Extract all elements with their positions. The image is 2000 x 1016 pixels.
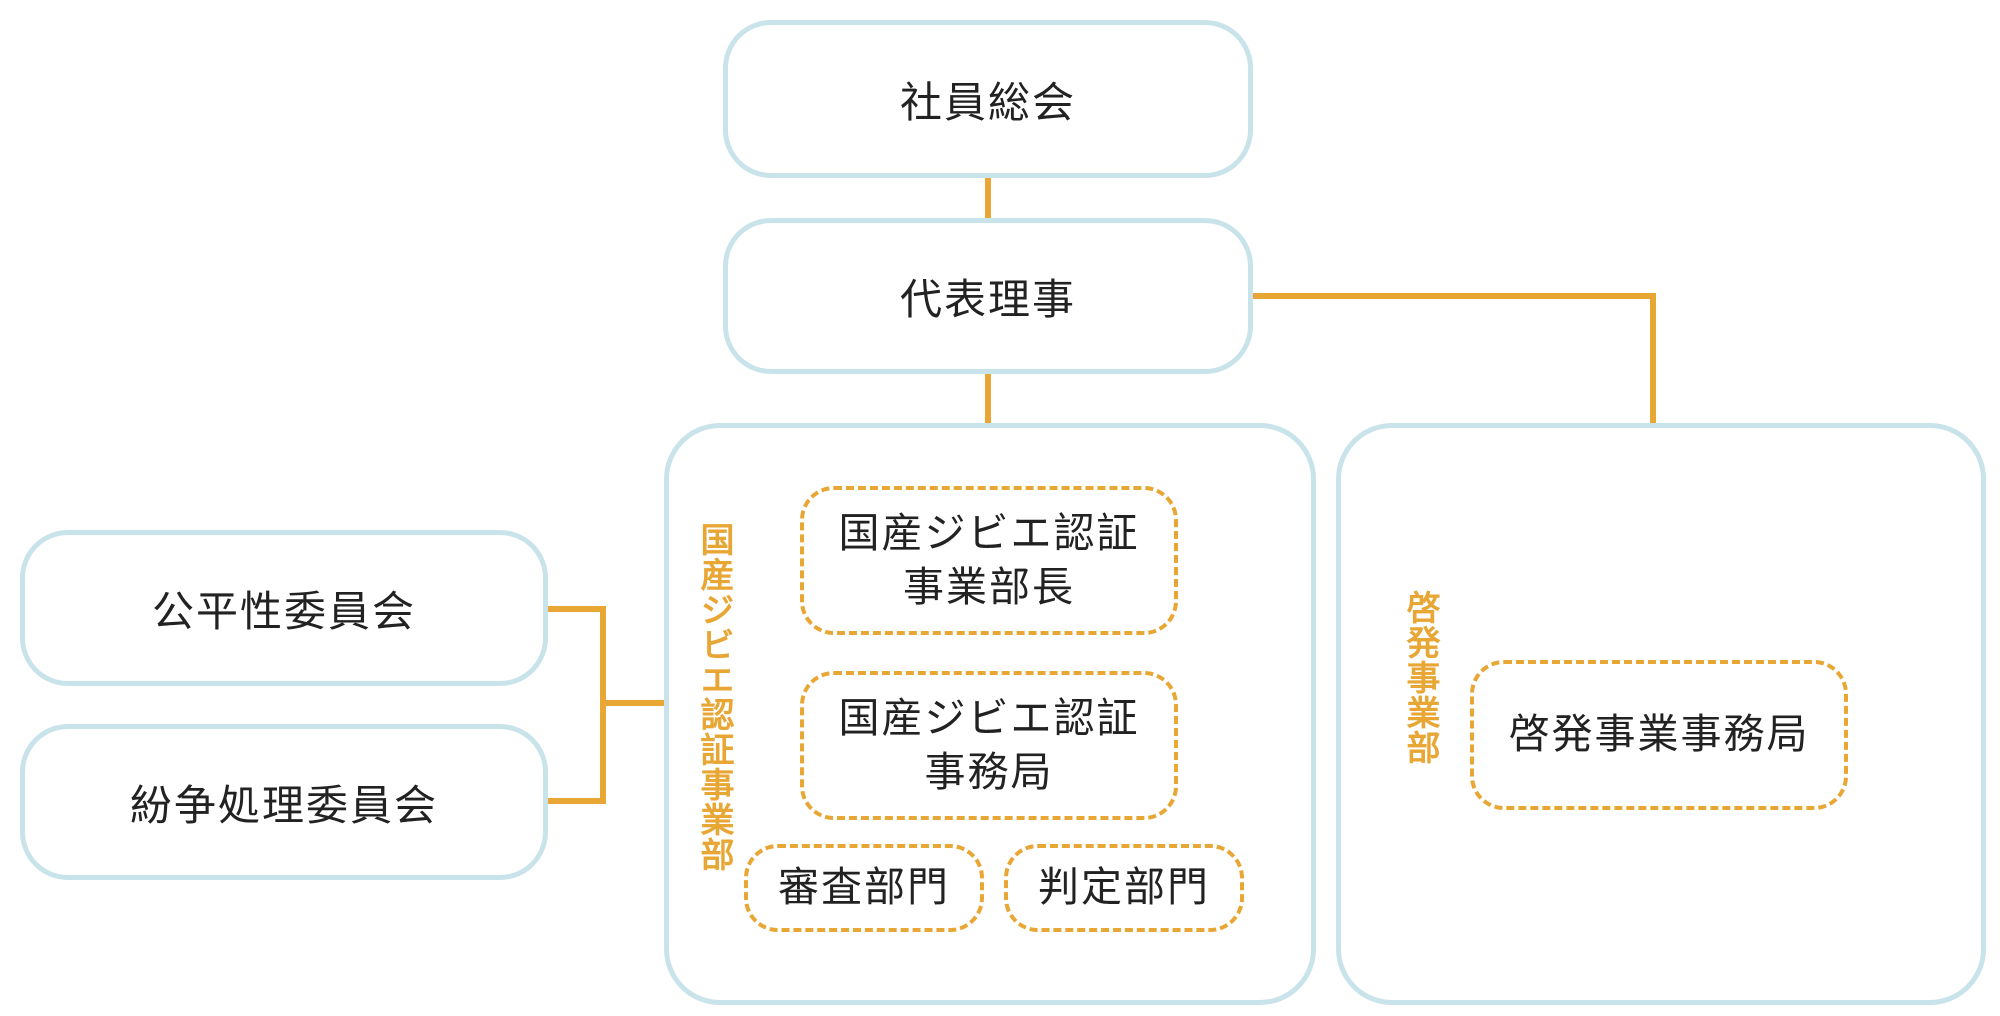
awareness-division-label: 啓発事業部 (1400, 590, 1440, 765)
connector-dispute (548, 798, 606, 804)
fairness-committee-label: 公平性委員会 (151, 586, 416, 636)
connector-committees-division (600, 700, 666, 706)
connector-fairness (548, 606, 606, 612)
awareness-secretariat-label: 啓発事業事務局 (1508, 710, 1810, 759)
dispute-committee-box: 紛争処理委員会 (20, 724, 548, 880)
certification-head-unit: 国産ジビエ認証 事業部長 (800, 486, 1178, 635)
review-section-label: 審査部門 (778, 863, 950, 912)
connector-assembly-director (985, 178, 991, 218)
certification-secretariat-line-1: 国産ジビエ認証 (838, 694, 1140, 743)
certification-secretariat-line-2: 事務局 (924, 747, 1054, 796)
certification-head-line-1: 国産ジビエ認証 (838, 509, 1140, 558)
general-assembly-box: 社員総会 (723, 20, 1253, 178)
representative-director-box: 代表理事 (723, 218, 1253, 374)
fairness-committee-box: 公平性委員会 (20, 530, 548, 686)
awareness-secretariat-unit: 啓発事業事務局 (1470, 660, 1848, 810)
certification-division-label: 国産ジビエ認証事業部 (694, 522, 734, 872)
certification-head-line-2: 事業部長 (903, 562, 1075, 611)
certification-secretariat-unit: 国産ジビエ認証 事務局 (800, 671, 1178, 820)
representative-director-label: 代表理事 (899, 274, 1076, 324)
judgment-section-unit: 判定部門 (1004, 844, 1244, 932)
dispute-committee-label: 紛争処理委員会 (129, 780, 438, 830)
connector-director-right (1253, 293, 1655, 299)
review-section-unit: 審査部門 (744, 844, 984, 932)
judgment-section-label: 判定部門 (1038, 863, 1210, 912)
general-assembly-label: 社員総会 (899, 77, 1076, 127)
